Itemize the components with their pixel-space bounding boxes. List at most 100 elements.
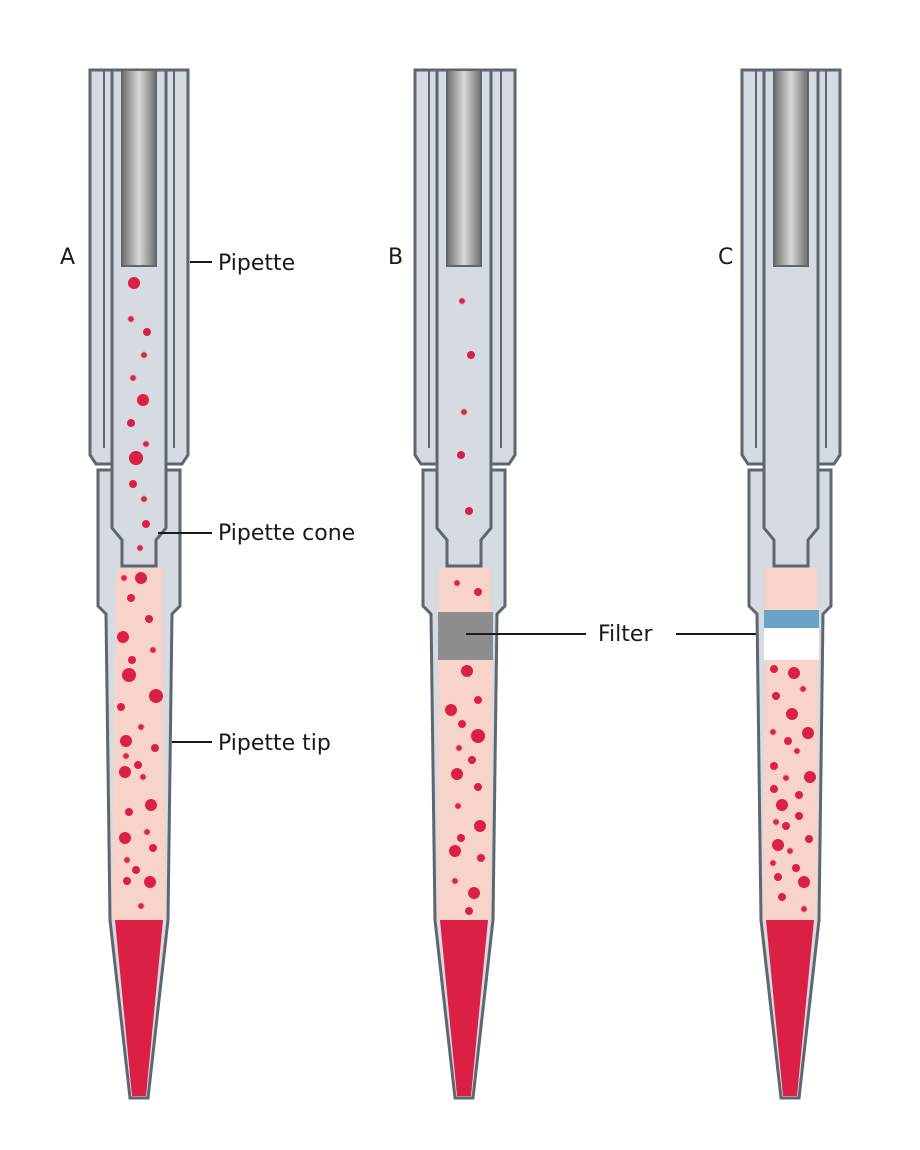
aerosol-zone-upper xyxy=(439,568,491,612)
droplet xyxy=(135,572,147,584)
droplet xyxy=(805,835,813,843)
label-pipette-tip: Pipette tip xyxy=(218,731,331,756)
filter-plug xyxy=(438,612,493,660)
droplet xyxy=(772,839,784,851)
droplet xyxy=(445,704,457,716)
droplet xyxy=(145,799,157,811)
aerosol-particle xyxy=(769,859,777,867)
aerosol-particle xyxy=(139,773,147,781)
droplet xyxy=(137,394,149,406)
droplet xyxy=(468,887,480,899)
aerosol-particle xyxy=(140,495,148,503)
aerosol-particle xyxy=(127,315,135,323)
aerosol-particle xyxy=(782,774,790,782)
droplet xyxy=(477,854,485,862)
droplet xyxy=(143,328,151,336)
droplet xyxy=(132,866,140,874)
droplet xyxy=(465,907,473,915)
droplet xyxy=(129,480,137,488)
plunger xyxy=(773,69,809,267)
aerosol-particle xyxy=(793,747,801,755)
panel-letter-a: A xyxy=(60,245,75,270)
droplet xyxy=(144,876,156,888)
droplet xyxy=(798,876,810,888)
droplet xyxy=(474,820,486,832)
droplet xyxy=(474,588,482,596)
aerosol-particle xyxy=(142,440,150,448)
panel-c: C xyxy=(718,68,842,1100)
droplet xyxy=(127,419,135,427)
droplet xyxy=(149,844,157,852)
aerosol-particle xyxy=(769,728,777,736)
aerosol-particle xyxy=(460,408,468,416)
label-pipette: Pipette xyxy=(218,251,295,276)
droplet xyxy=(795,812,803,820)
droplet xyxy=(784,737,792,745)
aerosol-zone-upper xyxy=(765,568,817,610)
droplet xyxy=(457,834,465,842)
filter-blue-layer xyxy=(764,610,819,628)
aerosol-particle xyxy=(149,646,157,654)
droplets xyxy=(769,665,816,913)
droplet xyxy=(465,507,473,515)
droplet xyxy=(151,744,159,752)
aerosol-particle xyxy=(458,297,466,305)
droplets xyxy=(445,297,486,915)
aerosol-particle xyxy=(455,744,463,752)
droplet xyxy=(774,873,782,881)
aerosol-particle xyxy=(123,856,131,864)
droplet xyxy=(471,729,485,743)
droplet xyxy=(134,761,142,769)
liquid-sample xyxy=(440,920,488,1096)
droplet xyxy=(129,451,143,465)
droplets xyxy=(117,277,163,910)
droplet xyxy=(449,845,461,857)
droplet xyxy=(770,762,778,770)
droplet xyxy=(117,631,129,643)
aerosol-particle xyxy=(799,685,807,693)
plunger xyxy=(446,69,482,267)
droplet xyxy=(117,703,125,711)
droplet xyxy=(128,656,136,664)
droplet xyxy=(792,864,800,872)
droplet xyxy=(770,785,778,793)
aerosol-particle xyxy=(454,802,462,810)
plunger xyxy=(121,69,157,267)
filter-white-layer xyxy=(764,628,819,660)
droplet xyxy=(468,756,476,764)
panel-letter-b: B xyxy=(388,245,403,270)
droplet xyxy=(772,692,780,700)
aerosol-particle xyxy=(120,574,128,582)
droplet xyxy=(119,832,131,844)
droplet xyxy=(123,877,131,885)
aerosol-particle xyxy=(129,374,137,382)
droplet xyxy=(127,594,135,602)
droplet xyxy=(145,615,153,623)
panel-b: B Filter xyxy=(388,68,795,1100)
droplet xyxy=(802,727,814,739)
droplet xyxy=(461,665,473,677)
droplet xyxy=(128,277,140,289)
aerosol-particle xyxy=(786,847,794,855)
droplet xyxy=(770,665,778,673)
aerosol-zone-lower xyxy=(763,660,818,920)
aerosol-particle xyxy=(137,723,145,731)
droplet xyxy=(474,696,482,704)
droplet xyxy=(776,799,788,811)
droplet xyxy=(795,791,803,799)
droplet xyxy=(467,351,475,359)
droplet xyxy=(142,520,150,528)
label-pipette-cone: Pipette cone xyxy=(218,521,355,546)
droplet xyxy=(125,808,133,816)
aerosol-particle xyxy=(136,544,144,552)
aerosol-particle xyxy=(453,579,461,587)
aerosol-particle xyxy=(800,905,808,913)
droplet xyxy=(474,783,482,791)
liquid-sample xyxy=(115,920,163,1096)
droplet xyxy=(786,708,798,720)
aerosol-particle xyxy=(451,877,459,885)
aerosol-zone xyxy=(112,568,166,920)
droplet xyxy=(122,668,136,682)
droplet xyxy=(804,771,816,783)
